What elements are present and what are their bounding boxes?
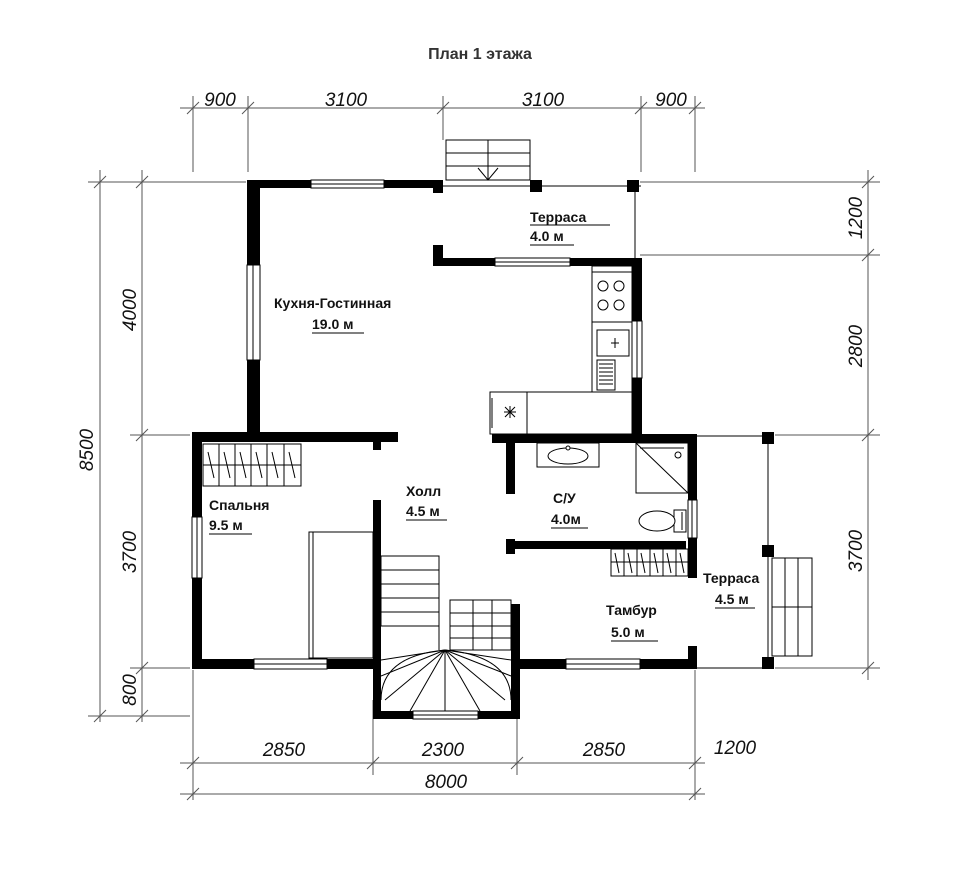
room-area-terrace-top: 4.0 м	[530, 228, 564, 244]
room-name-terrace-top: Терраса	[530, 209, 586, 225]
dim-top-3: 3100	[522, 90, 565, 111]
dim-right-1: 1200	[846, 196, 867, 239]
room-area-kitchen: 19.0 м	[312, 316, 354, 332]
dim-bottom-2: 2300	[421, 740, 465, 761]
plan-title: План 1 этажа	[428, 46, 532, 63]
room-area-bedroom: 9.5 м	[209, 517, 243, 533]
room-name-terrace-right: Терраса	[703, 570, 759, 586]
dim-left-1: 4000	[120, 288, 141, 331]
tambour-wardrobe-icon	[610, 548, 689, 577]
room-area-bathroom: 4.0м	[551, 511, 581, 527]
dim-bottom-3: 2850	[582, 740, 626, 761]
room-name-hall: Холл	[406, 483, 441, 499]
dimension-lines	[88, 96, 880, 801]
bed-icon	[308, 531, 374, 659]
wardrobe-icon	[202, 443, 302, 487]
shower-icon	[635, 442, 689, 494]
staircase	[380, 555, 512, 712]
dim-bottom-1: 2850	[262, 740, 306, 761]
dim-top-4: 900	[655, 90, 687, 111]
dim-right-2: 2800	[846, 324, 867, 368]
dim-total: 8000	[425, 772, 468, 793]
room-labels: Кухня-Гостинная 19.0 м Терраса 4.0 м Хол…	[209, 209, 759, 642]
top-porch-steps	[445, 139, 531, 181]
windows	[191, 179, 698, 720]
washbasin-icon	[536, 442, 600, 468]
dimension-labels: 900 3100 3100 900 2850 2300 2850 1200 80…	[77, 90, 867, 793]
dim-top-1: 900	[204, 90, 236, 111]
dim-top-2: 3100	[325, 90, 368, 111]
stove-icon	[597, 280, 625, 311]
room-area-hall: 4.5 м	[406, 503, 440, 519]
walls	[192, 180, 774, 719]
room-area-terrace-right: 4.5 м	[715, 591, 749, 607]
fridge-icon	[491, 392, 528, 434]
dim-left-2: 3700	[120, 530, 141, 573]
sink-icon	[596, 329, 630, 391]
room-name-kitchen: Кухня-Гостинная	[274, 295, 391, 311]
room-name-bedroom: Спальня	[209, 497, 269, 513]
right-porch-steps	[771, 557, 813, 657]
room-name-tambour: Тамбур	[606, 602, 657, 618]
dim-left-total: 8500	[77, 428, 98, 471]
room-area-tambour: 5.0 м	[611, 624, 645, 640]
toilet-icon	[638, 509, 687, 533]
dim-right-3: 3700	[846, 529, 867, 572]
dim-left-3: 800	[120, 674, 141, 706]
room-name-bathroom: С/У	[553, 490, 576, 506]
dim-bottom-4: 1200	[714, 738, 757, 759]
